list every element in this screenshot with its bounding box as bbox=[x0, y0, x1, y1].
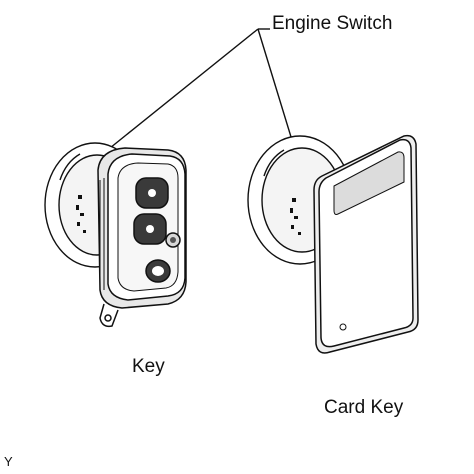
engine-switch-label: Engine Switch bbox=[272, 13, 393, 34]
fob-panic-button bbox=[145, 259, 171, 283]
card-key bbox=[313, 134, 419, 354]
fob-key-ring bbox=[99, 303, 119, 328]
switch-markings-left bbox=[76, 195, 86, 233]
leader-lines bbox=[109, 28, 296, 151]
card-key-label: Card Key bbox=[324, 397, 404, 418]
leader-line-to-card-switch bbox=[257, 28, 296, 151]
key-label: Key bbox=[132, 356, 165, 377]
fob-lock-button bbox=[135, 177, 169, 209]
switch-markings-right bbox=[290, 198, 301, 235]
corner-mark: Y bbox=[4, 454, 13, 469]
leader-line-to-key-switch bbox=[109, 28, 259, 149]
fob-trunk-button bbox=[165, 232, 181, 248]
fob-unlock-button bbox=[133, 213, 167, 245]
card-label-panel bbox=[333, 151, 405, 215]
smart-key-fob bbox=[97, 147, 187, 328]
card-hole bbox=[339, 323, 347, 331]
